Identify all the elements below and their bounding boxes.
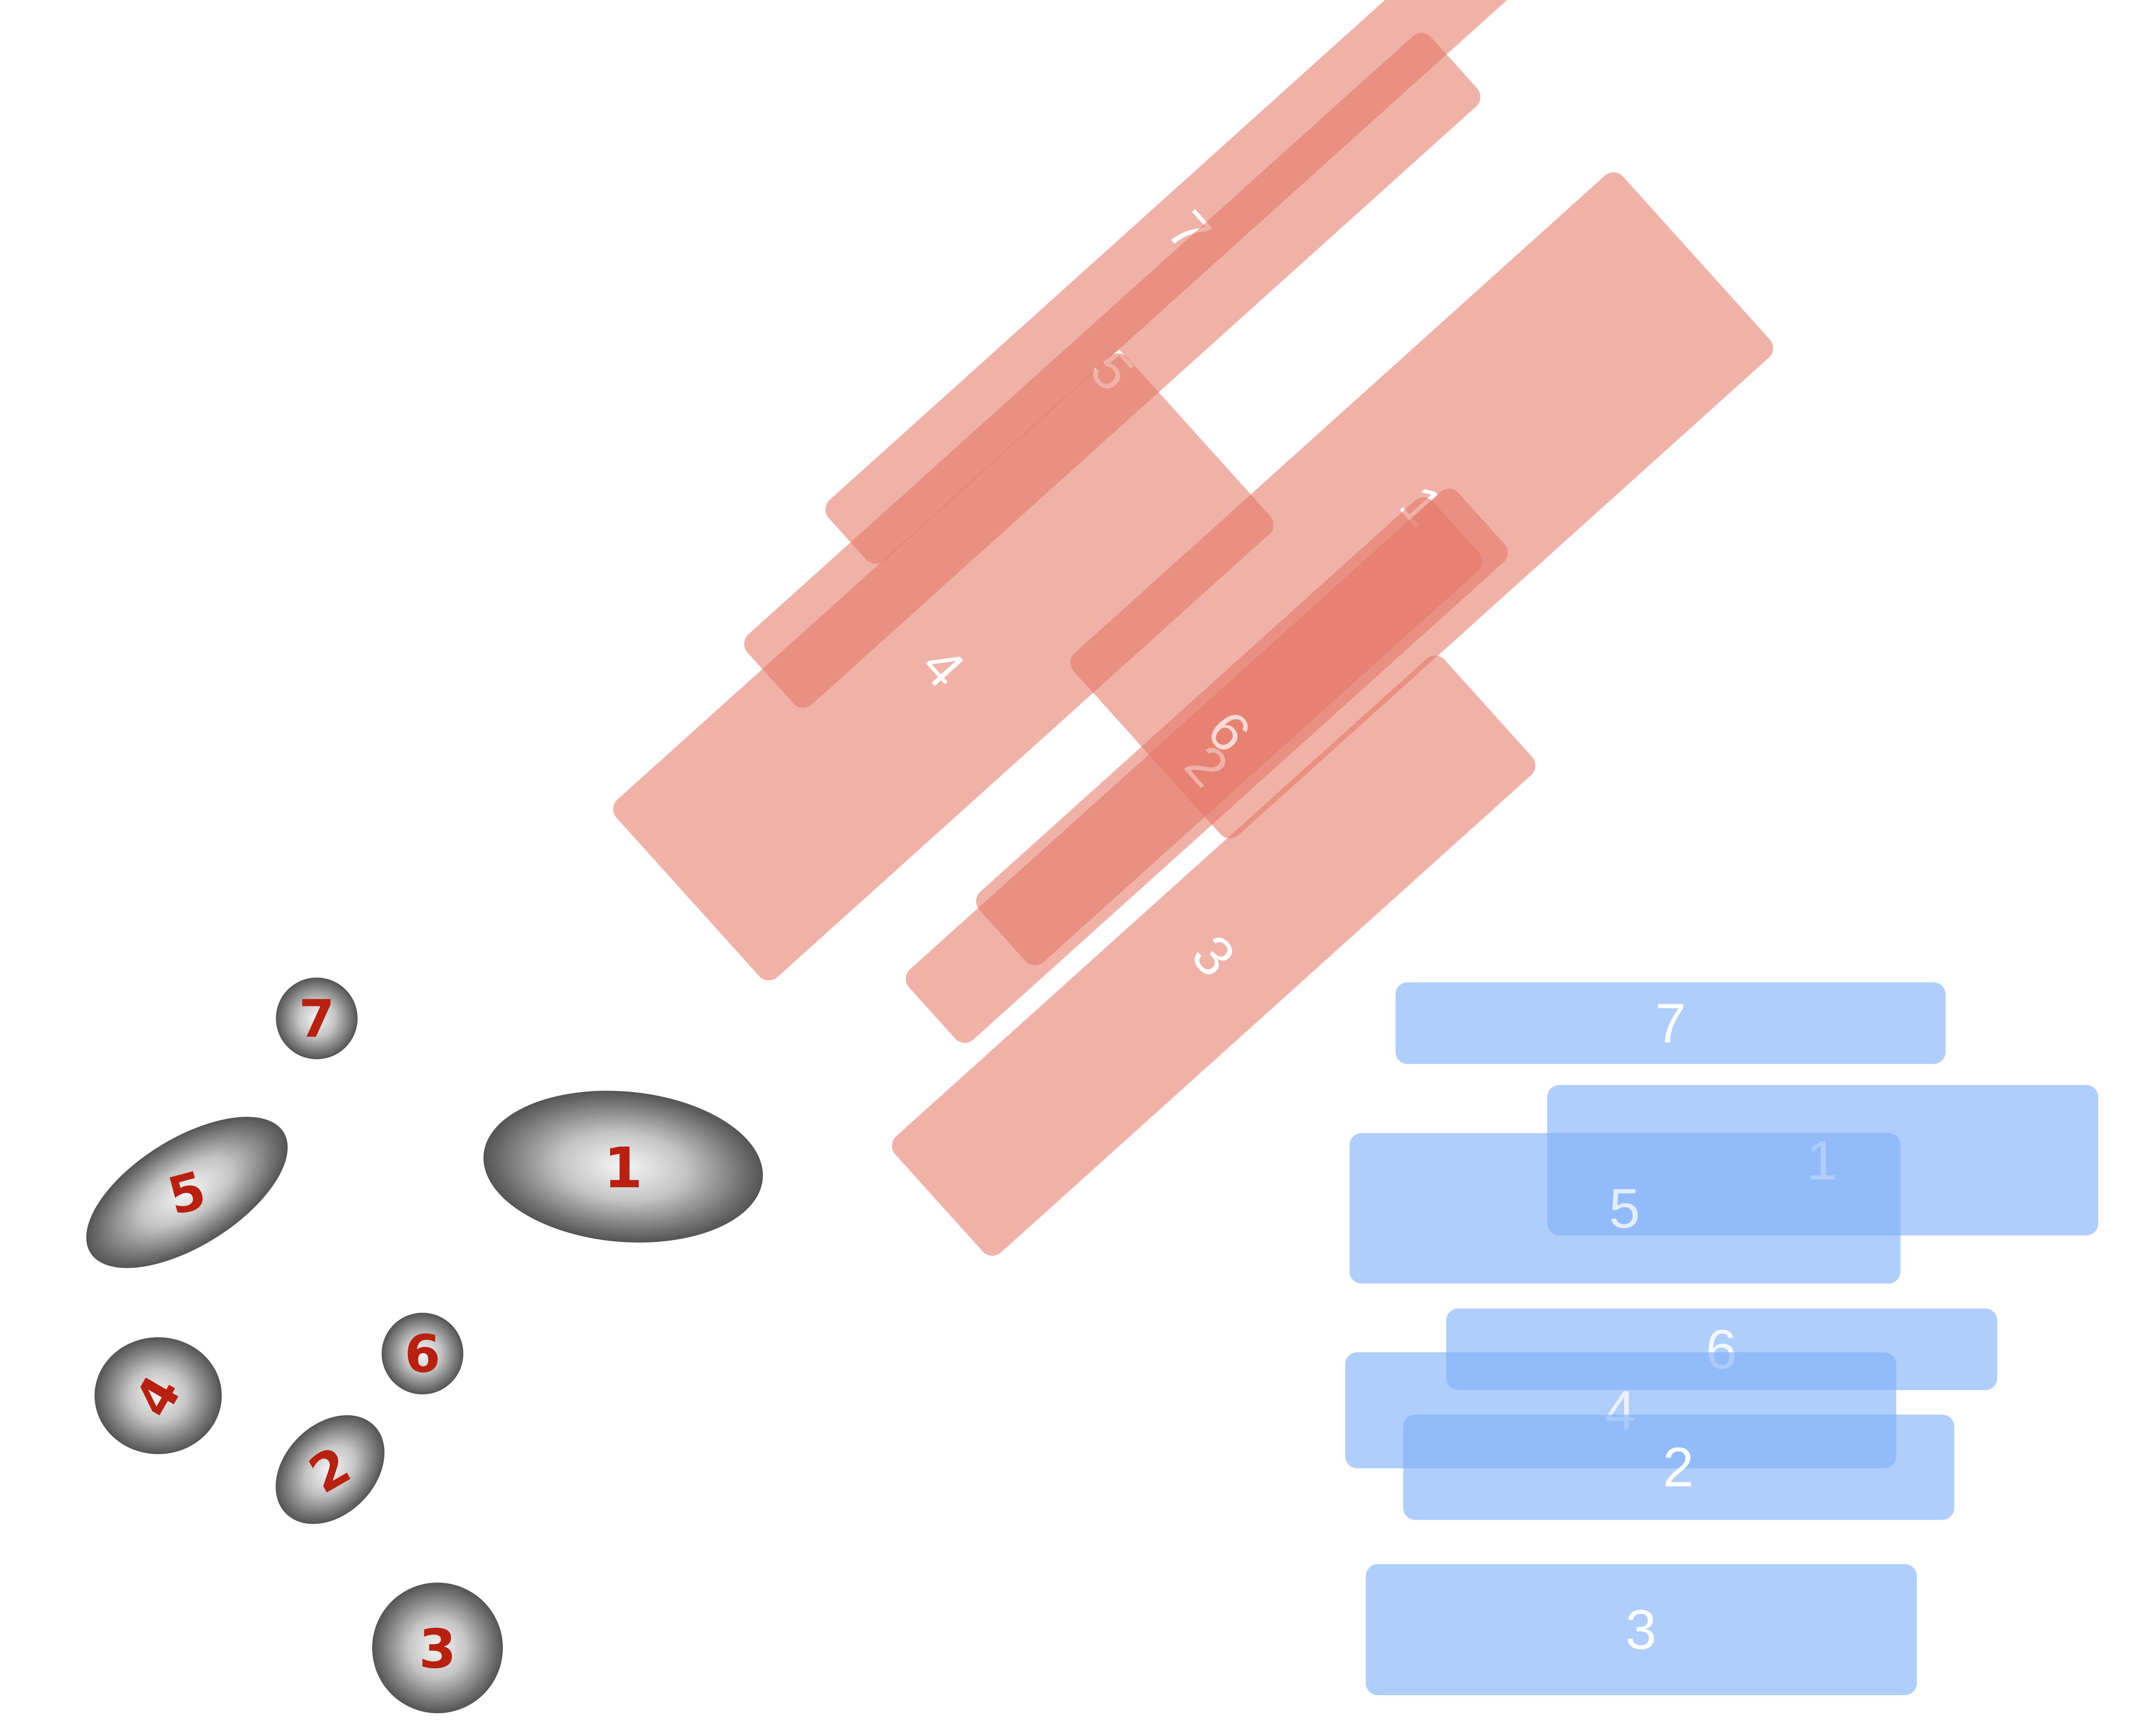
blue-box-3: 3 (1366, 1564, 1917, 1695)
red-box-6-shape (976, 497, 1482, 966)
blue-box-2: 2 (1403, 1415, 1954, 1520)
gray-blob-4: 4 (95, 1337, 222, 1454)
gray-blob-1: 1 (483, 1091, 763, 1243)
blue-box-5-label: 5 (1609, 1177, 1640, 1240)
gray-blob-4-shape (95, 1337, 222, 1454)
gray-blob-7-shape (276, 978, 358, 1059)
blue-box-5: 5 (1350, 1133, 1900, 1284)
red-box-6: 6 (976, 497, 1482, 966)
blue-box-3-shape (1366, 1564, 1917, 1695)
gray-blob-1-label: 1 (604, 1135, 643, 1201)
blue-box-7-label: 7 (1655, 992, 1686, 1054)
gray-blob-1-shape (483, 1091, 763, 1243)
blue-box-3-label: 3 (1625, 1598, 1656, 1661)
red-box-3: 3 (892, 655, 1536, 1256)
blue-box-7: 7 (1396, 982, 1946, 1064)
gray-blob-group: 7 5 1 4 6 2 3 (86, 978, 763, 1713)
gray-blob-5-shape (86, 1117, 288, 1268)
gray-blob-3-label: 3 (419, 1618, 456, 1681)
gray-blob-6-label: 6 (404, 1325, 441, 1385)
gray-blob-3-shape (372, 1583, 503, 1713)
gray-blob-6-shape (382, 1313, 463, 1394)
gray-blob-7: 7 (276, 978, 358, 1059)
blue-box-2-label: 2 (1663, 1436, 1694, 1498)
blue-box-5-shape (1350, 1133, 1900, 1284)
gray-blob-7-label: 7 (299, 990, 335, 1049)
blue-box-group: 7 1 5 6 4 2 3 (1345, 982, 2098, 1695)
blue-box-7-shape (1396, 982, 1946, 1064)
gray-blob-3: 3 (372, 1583, 503, 1713)
gray-blob-6: 6 (382, 1313, 463, 1394)
blue-box-2-shape (1403, 1415, 1954, 1520)
red-box-group: 7 5 4 1 2 6 3 (613, 0, 1773, 1256)
red-box-4: 4 (613, 353, 1274, 981)
red-box-7-shape (825, 0, 1553, 564)
gray-blob-5: 5 (86, 1117, 288, 1268)
gray-blob-2-shape (275, 1415, 385, 1524)
red-box-3-shape (892, 655, 1536, 1256)
red-box-4-shape (613, 353, 1274, 981)
gray-blob-2: 2 (275, 1415, 385, 1524)
